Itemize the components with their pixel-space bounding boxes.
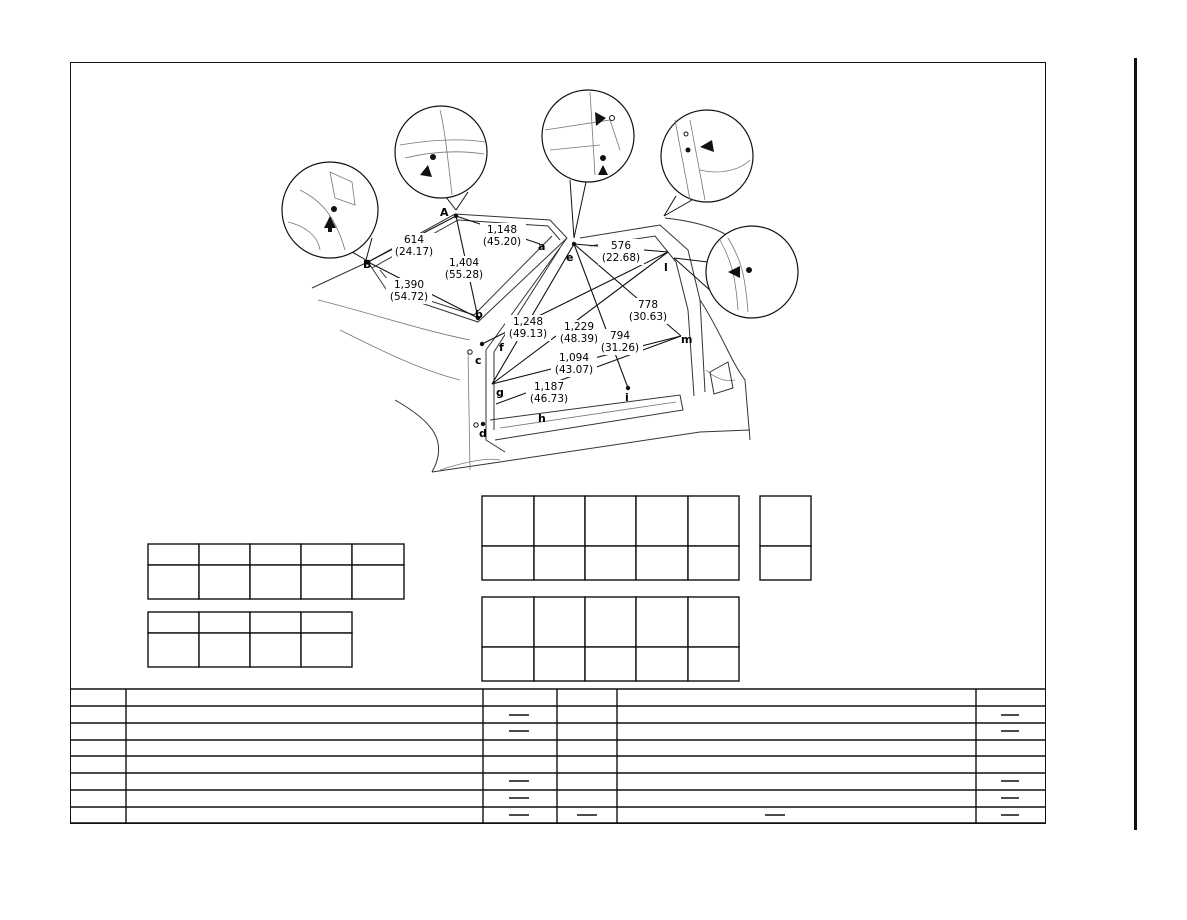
arrow-icon bbox=[598, 165, 608, 175]
dimension-labels: 1,148 (45.20) 614 (24.17) 1,404 (55.28) … bbox=[386, 223, 671, 406]
point-label-e: e bbox=[566, 251, 573, 264]
detail-callout-l bbox=[673, 225, 799, 319]
dimension-B-b-in: (54.72) bbox=[390, 291, 428, 303]
dimension-A-b-mm: 1,404 bbox=[449, 257, 479, 269]
dimension-h-m-in: (46.73) bbox=[530, 393, 568, 405]
detail-callout-j bbox=[541, 89, 635, 239]
spec-table bbox=[70, 688, 1046, 824]
point-label-b: b bbox=[475, 308, 483, 321]
point-label-A: A bbox=[440, 206, 449, 219]
dimension-e-m-mm: 778 bbox=[638, 299, 658, 311]
detail-callout-A bbox=[394, 105, 488, 211]
dimension-h-m-mm: 1,187 bbox=[534, 381, 564, 393]
dimension-e-l-in: (22.68) bbox=[602, 252, 640, 264]
spec-table-dash-marks bbox=[509, 714, 1019, 816]
point-labels: A B a b c d e f g h i j k l m bbox=[363, 127, 692, 440]
point-label-l: l bbox=[664, 261, 668, 274]
detail-callout-k bbox=[660, 109, 754, 217]
point-label-d: d bbox=[479, 427, 487, 440]
dimension-e-i-mm: 794 bbox=[610, 330, 630, 342]
point-label-i: i bbox=[625, 391, 629, 404]
dimension-table-door-1 bbox=[481, 495, 740, 581]
dimension-e-i-in: (31.26) bbox=[601, 342, 639, 354]
point-label-f: f bbox=[499, 341, 504, 354]
dimension-table-door-side bbox=[759, 495, 812, 581]
point-label-h: h bbox=[538, 412, 546, 425]
dimension-table-windshield-1 bbox=[147, 543, 405, 600]
dimension-g-m-in: (43.07) bbox=[555, 364, 593, 376]
dimension-g-m-mm: 1,094 bbox=[559, 352, 589, 364]
dimension-e-m-in: (30.63) bbox=[629, 311, 667, 323]
dimension-B-A-in: (24.17) bbox=[395, 246, 433, 258]
arrow-icon bbox=[700, 140, 714, 152]
point-label-a: a bbox=[538, 240, 545, 253]
dimension-e-g-in: (48.39) bbox=[560, 333, 598, 345]
dimension-B-b-mm: 1,390 bbox=[394, 279, 424, 291]
arrow-icon bbox=[728, 266, 740, 278]
arrow-icon bbox=[324, 216, 336, 232]
point-label-c: c bbox=[475, 354, 482, 367]
dimension-B-A-mm: 614 bbox=[404, 234, 424, 246]
dimension-table-windshield-2 bbox=[147, 611, 353, 668]
car-body-illustration bbox=[311, 213, 751, 473]
point-label-B: B bbox=[363, 258, 371, 271]
detail-callout-B bbox=[281, 161, 379, 261]
point-label-g: g bbox=[496, 386, 504, 399]
arrow-icon bbox=[420, 165, 432, 177]
dimension-e-l-mm: 576 bbox=[611, 240, 631, 252]
dimension-e-g-mm: 1,229 bbox=[564, 321, 594, 333]
dimension-A-b-in: (55.28) bbox=[445, 269, 483, 281]
dimension-f-l-in: (49.13) bbox=[509, 328, 547, 340]
binding-rule bbox=[1134, 58, 1137, 830]
dimension-f-l-mm: 1,248 bbox=[513, 316, 543, 328]
point-label-m: m bbox=[681, 333, 692, 346]
dimension-A-a-in: (45.20) bbox=[483, 236, 521, 248]
dimension-A-a-mm: 1,148 bbox=[487, 224, 517, 236]
dimension-table-door-2 bbox=[481, 596, 740, 682]
arrow-icon bbox=[595, 112, 606, 126]
measurement-points bbox=[365, 213, 631, 428]
